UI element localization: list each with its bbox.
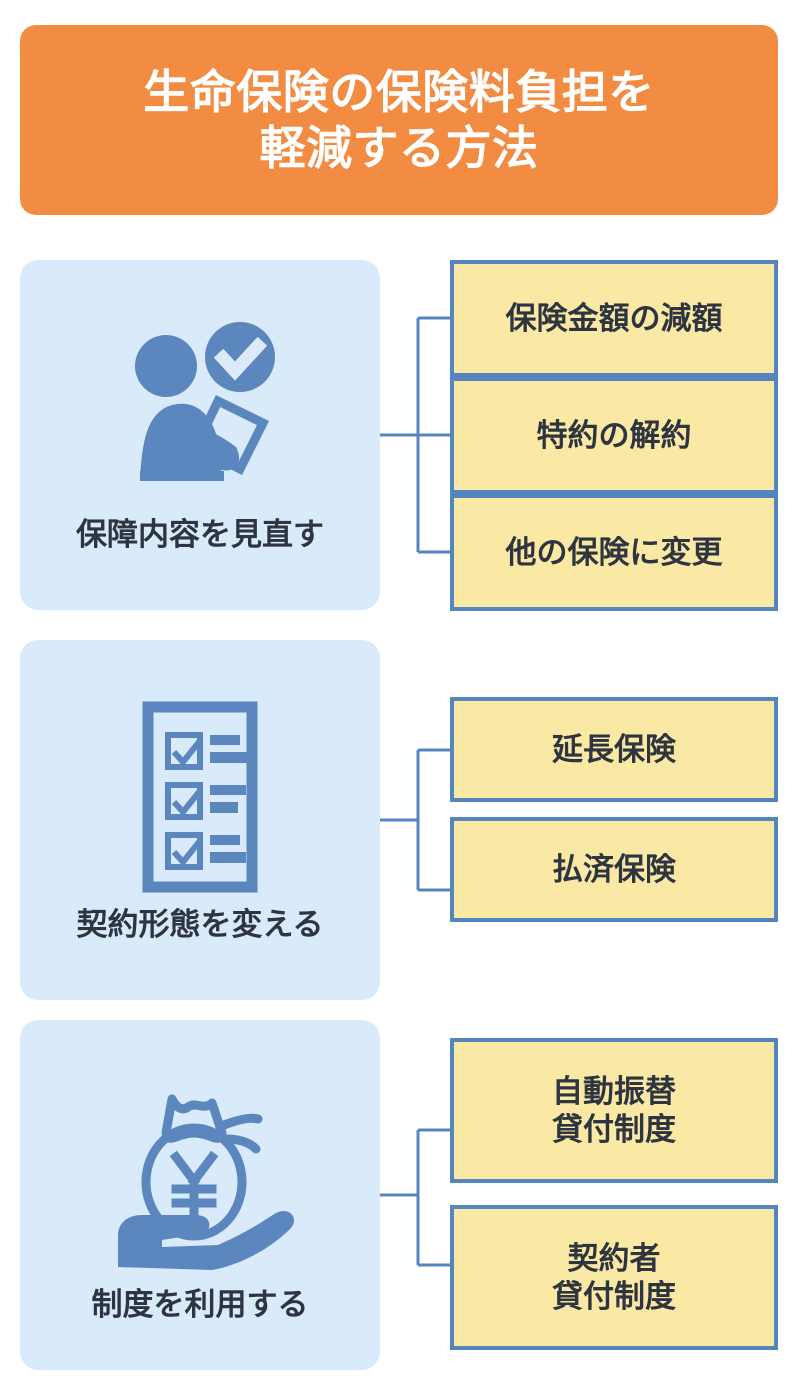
connector-bracket-section-1 (380, 260, 452, 610)
leaf-label: 自動振替 貸付制度 (552, 1073, 676, 1147)
connector-bracket-section-2 (380, 640, 452, 1000)
person-reviewing-document-check-icon (100, 317, 300, 512)
leaf-box[interactable]: 他の保険に変更 (450, 494, 778, 611)
leaf-box[interactable]: 契約者 貸付制度 (450, 1205, 778, 1350)
clipboard-checklist-icon (110, 697, 290, 902)
hand-holding-yen-money-bag-icon (100, 1067, 300, 1282)
page-title-banner: 生命保険の保険料負担を 軽減する方法 (20, 25, 778, 215)
leaf-label: 他の保険に変更 (505, 534, 723, 570)
section-change-contract-type: 契約形態を変える 延長保険 払済保険 (0, 640, 800, 1000)
leaf-box[interactable]: 払済保険 (450, 817, 778, 922)
section-use-systems: 制度を利用する 自動振替 貸付制度 契約者 貸付制度 (0, 1020, 800, 1370)
leaf-box[interactable]: 特約の解約 (450, 377, 778, 494)
category-card-change-contract-type: 契約形態を変える (20, 640, 380, 1000)
category-label: 契約形態を変える (76, 907, 324, 943)
leaf-label: 契約者 貸付制度 (552, 1240, 676, 1314)
leaf-label: 払済保険 (552, 851, 676, 887)
connector-bracket-section-3 (380, 1020, 452, 1370)
section-review-coverage: 保障内容を見直す 保険金額の減額 特約の解約 他の保険に変更 (0, 260, 800, 611)
page-title-line-1: 生命保険の保険料負担を (143, 65, 655, 118)
leaf-label: 保険金額の減額 (505, 300, 723, 336)
leaf-label: 延長保険 (552, 731, 676, 767)
leaf-box[interactable]: 自動振替 貸付制度 (450, 1038, 778, 1183)
leaf-label: 特約の解約 (536, 417, 692, 453)
category-card-review-coverage: 保障内容を見直す (20, 260, 380, 610)
category-label: 制度を利用する (91, 1287, 309, 1323)
leaf-box[interactable]: 延長保険 (450, 697, 778, 802)
leaf-box[interactable]: 保険金額の減額 (450, 260, 778, 377)
category-card-use-systems: 制度を利用する (20, 1020, 380, 1370)
category-label: 保障内容を見直す (76, 517, 324, 553)
page-title-line-2: 軽減する方法 (259, 122, 539, 174)
